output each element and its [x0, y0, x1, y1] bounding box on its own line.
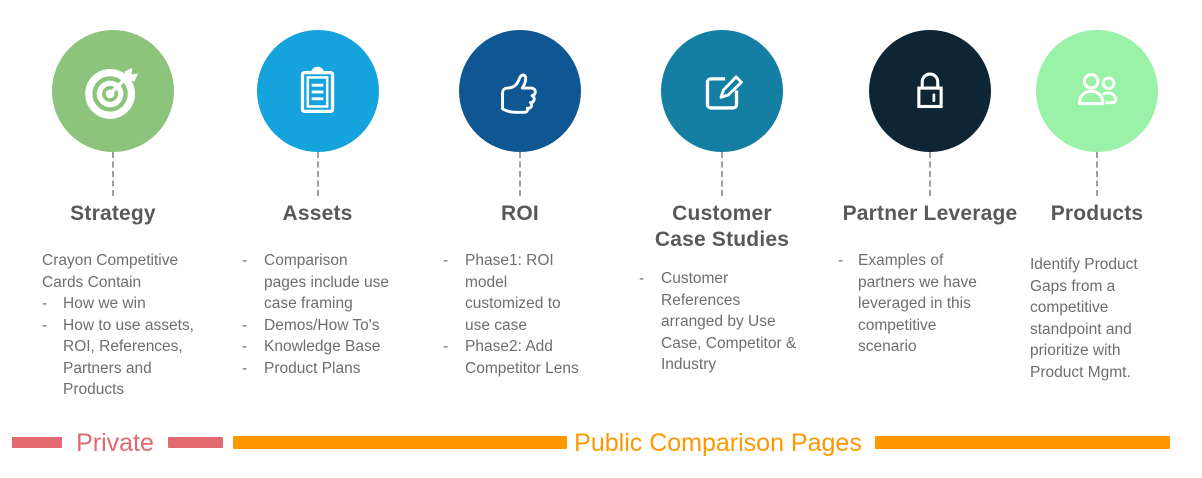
scope-legend: Private Public Comparison Pages	[0, 428, 1202, 462]
bullet-item: -Demos/How To's	[242, 316, 380, 334]
column-body: -Examples of partners we have leveraged …	[838, 250, 978, 358]
dashed-connector	[112, 152, 114, 196]
bullet-item: -Comparison pages include use case frami…	[242, 252, 389, 312]
bullet-list: -How we win -How to use assets, ROI, Refe…	[42, 293, 204, 401]
dashed-connector	[1096, 152, 1098, 196]
bullet-list: -Comparison pages include use case frami…	[242, 250, 394, 379]
bullet-item: -Phase2: Add Competitor Lens	[443, 338, 579, 377]
bullet-item: -Phase1: ROI model customized to use cas…	[443, 252, 561, 334]
bullet-item: -Examples of partners we have leveraged …	[838, 252, 977, 355]
bullet-item: -How we win	[42, 295, 146, 312]
column-title: Products	[1050, 202, 1144, 225]
column-title: Strategy	[70, 202, 156, 225]
bullet-item: -Knowledge Base	[242, 338, 381, 355]
partner-circle	[869, 30, 991, 152]
column-body: Identify Product Gaps from a competitive…	[1030, 254, 1158, 383]
column-customer-case-studies: Customer Case Studies -Customer Referenc…	[618, 0, 826, 376]
bullet-item: -Product Plans	[242, 359, 361, 377]
customer-circle	[661, 30, 783, 152]
roi-circle	[459, 30, 581, 152]
target-icon	[85, 67, 139, 119]
edit-icon	[705, 75, 743, 110]
strategy-circle	[52, 30, 174, 152]
products-circle	[1036, 30, 1158, 152]
column-body: -Customer References arranged by Use Cas…	[639, 268, 805, 376]
public-bar-left	[233, 436, 567, 449]
people-icon	[1078, 72, 1118, 106]
bullet-item: -Customer References arranged by Use Cas…	[639, 270, 797, 373]
private-bar-left	[12, 437, 62, 448]
column-title: ROI	[501, 202, 539, 225]
column-products: Products Identify Product Gaps from a co…	[1012, 0, 1182, 383]
column-title: Partner Leverage	[842, 202, 1018, 225]
public-label: Public Comparison Pages	[574, 429, 862, 457]
dashed-connector	[929, 152, 931, 196]
column-body: -Comparison pages include use case frami…	[242, 250, 394, 379]
bullet-item: -How to use assets, ROI, References, Par…	[42, 316, 194, 399]
column-partner-leverage: Partner Leverage -Examples of partners w…	[830, 0, 1030, 358]
private-label: Private	[76, 429, 154, 457]
lock-icon	[917, 72, 943, 109]
bullet-list: -Examples of partners we have leveraged …	[838, 250, 978, 358]
clipboard-icon	[300, 66, 334, 113]
column-body: -Phase1: ROI model customized to use cas…	[443, 250, 585, 379]
column-title: Assets	[282, 202, 353, 225]
dashed-connector	[519, 152, 521, 196]
column-body: Crayon Competitive Cards Contain -How we…	[42, 250, 204, 401]
assets-circle	[256, 30, 379, 152]
dashed-connector	[721, 152, 723, 196]
bullet-list: -Customer References arranged by Use Cas…	[639, 268, 805, 376]
bullet-list: -Phase1: ROI model customized to use cas…	[443, 250, 585, 379]
intro-text: Crayon Competitive Cards Contain	[42, 252, 179, 291]
paragraph-text: Identify Product Gaps from a competitive…	[1030, 256, 1138, 381]
thumbs-up-icon	[501, 73, 537, 114]
column-assets: Assets -Comparison pages include use cas…	[230, 0, 405, 379]
private-bar-right	[168, 437, 223, 448]
column-strategy: Strategy Crayon Competitive Cards Contai…	[18, 0, 208, 401]
dashed-connector	[316, 152, 319, 196]
column-roi: ROI -Phase1: ROI model customized to use…	[430, 0, 610, 379]
public-bar-right	[875, 436, 1170, 449]
column-title: Customer Case Studies	[654, 202, 790, 251]
